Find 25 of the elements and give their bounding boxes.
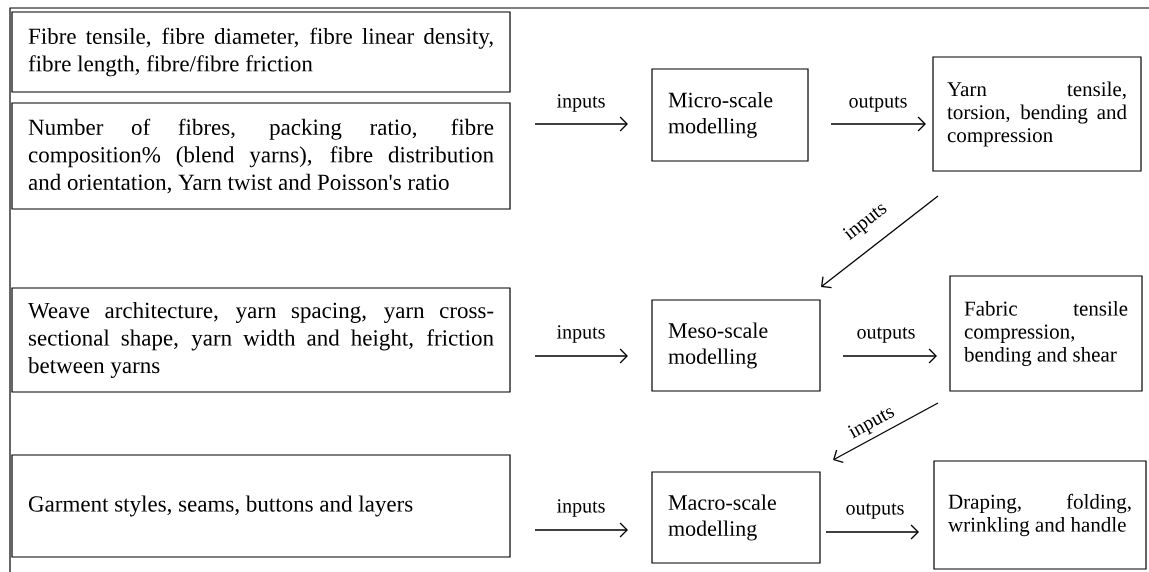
result-box: Fabric tensile compression, bending and shear (949, 275, 1143, 392)
arrow (825, 524, 919, 540)
arrow (534, 116, 628, 132)
arrow (833, 402, 939, 463)
edge-label: inputs (555, 498, 607, 518)
edge-label: outputs (847, 95, 909, 113)
result-box: Yarn tensile, torsion, bending and compression (932, 56, 1142, 172)
arrow (842, 348, 937, 364)
edge-label: outputs (844, 502, 906, 520)
modelling-box: Micro-scale modelling (651, 68, 809, 162)
arrow (534, 348, 628, 364)
modelling-box: Macro-scale modelling (651, 471, 821, 564)
parameter-box: Garment styles, seams, buttons and layers (11, 454, 511, 558)
arrow (830, 116, 926, 132)
edge-label: inputs (845, 402, 899, 444)
parameter-box: Number of fibres, packing ratio, fibre composition% (blend yarns), fibre distribution and orientation, Yarn twist and Poisson's ratio (11, 102, 511, 210)
result-box: Draping, folding, wrinkling and handle (933, 460, 1147, 570)
modelling-box: Meso-scale modelling (651, 299, 821, 392)
arrow (534, 522, 628, 538)
arrow (821, 195, 939, 289)
edge-label: outputs (855, 326, 917, 344)
parameter-box: Fibre tensile, fibre diameter, fibre linear density, fibre length, fibre/fibre friction (11, 11, 511, 93)
parameter-box: Weave architecture, yarn spacing, yarn cross-sectional shape, yarn width and height, friction between yarns (11, 287, 511, 393)
edge-label: inputs (555, 324, 607, 344)
edge-label: inputs (555, 93, 607, 113)
